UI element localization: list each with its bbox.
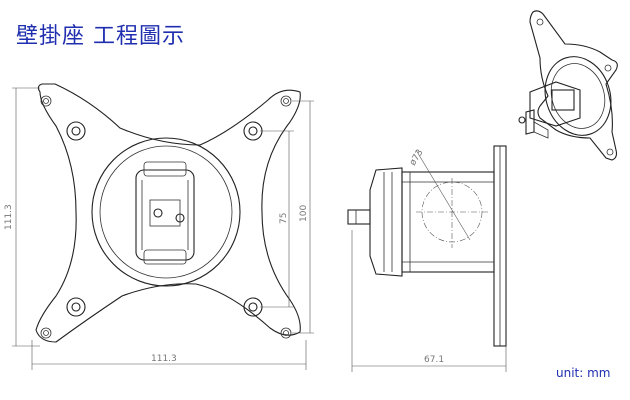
dim-front-width: 111.3 xyxy=(151,354,177,364)
front-round-base xyxy=(91,137,241,287)
page-title: 壁掛座 工程圖示 xyxy=(16,24,185,49)
front-hub-body xyxy=(135,169,195,261)
iso-round-base xyxy=(544,56,612,136)
iso-plate xyxy=(529,10,618,161)
front-hub-center xyxy=(149,199,181,227)
dim-75: 75 xyxy=(279,213,289,224)
front-hub-bottom xyxy=(143,249,187,265)
perspective-view xyxy=(518,10,618,161)
side-knob xyxy=(347,209,371,225)
front-hub-top xyxy=(143,161,187,177)
side-arm-body xyxy=(401,171,495,273)
front-view: 111.3 111.3 75 100 xyxy=(4,83,314,370)
unit-label: unit: mm xyxy=(556,366,611,380)
dim-diameter-leader xyxy=(415,149,471,241)
dim-diameter: ø73 xyxy=(408,148,425,168)
front-round-base-inner xyxy=(99,145,233,279)
dim-side-depth: 67.1 xyxy=(424,355,444,365)
dim-front-height: 111.3 xyxy=(4,204,14,230)
dim-100: 100 xyxy=(299,205,309,222)
side-view: ø73 67.1 xyxy=(347,145,507,372)
front-screw-center xyxy=(153,208,163,218)
front-holes-outer xyxy=(40,95,292,339)
side-clamp xyxy=(369,167,403,277)
front-holes-inner xyxy=(66,121,263,317)
front-plate-outline xyxy=(35,83,301,343)
front-screw-right xyxy=(175,213,185,223)
iso-hub xyxy=(529,81,581,127)
